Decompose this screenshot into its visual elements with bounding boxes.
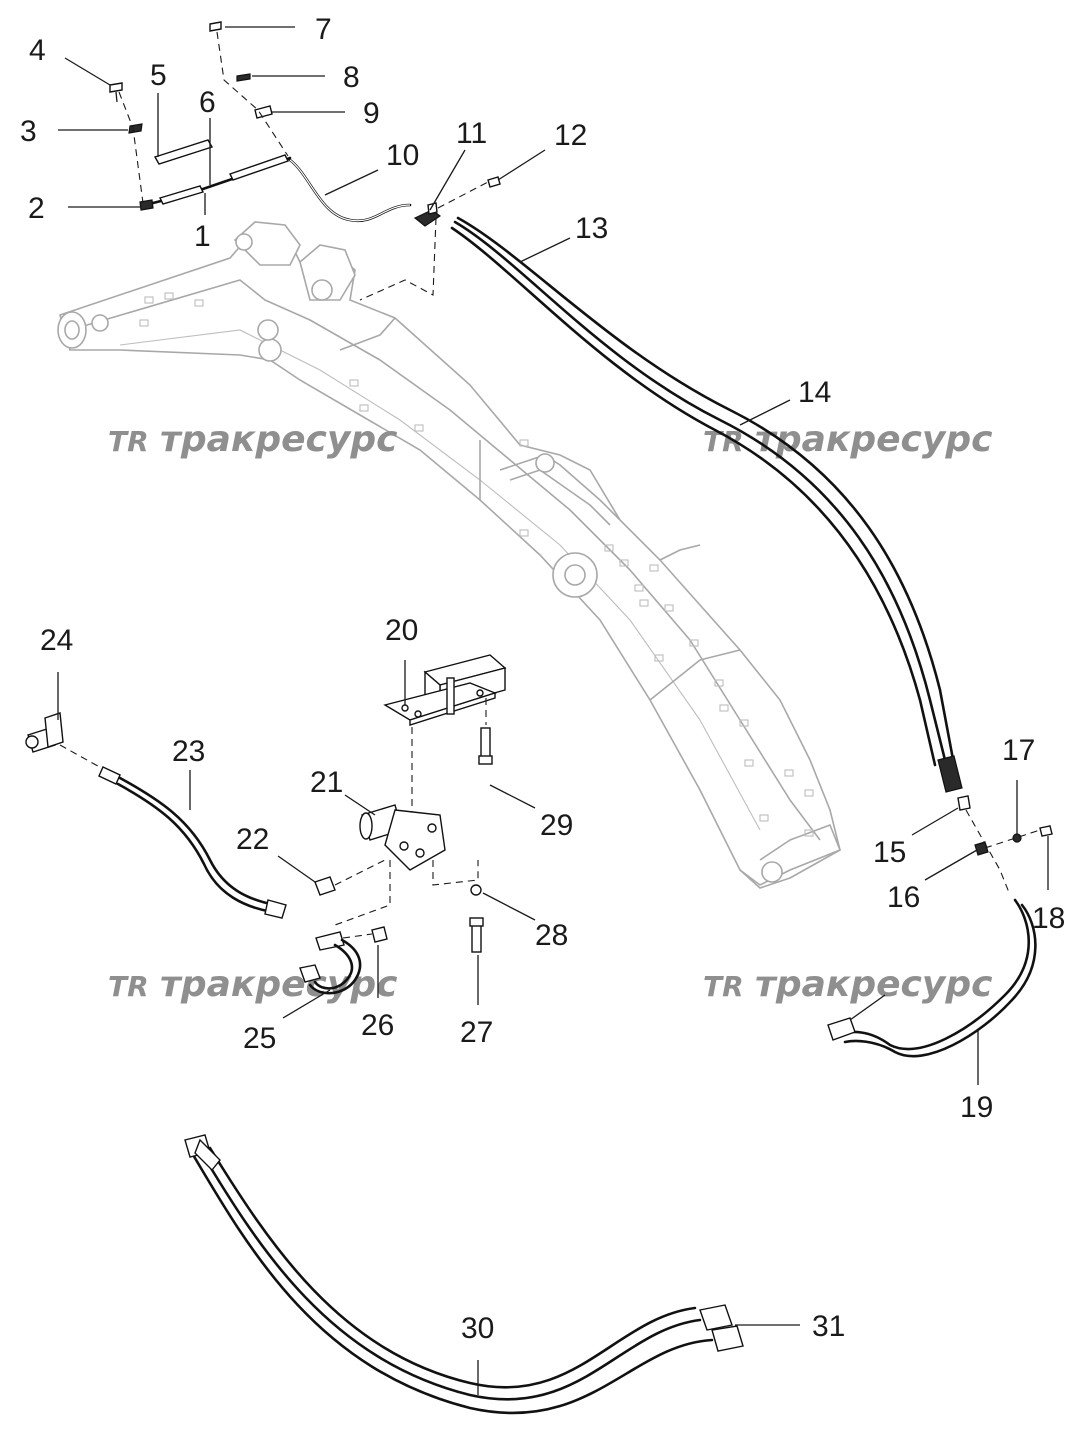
svg-text:тракресурс: тракресурс [755, 419, 992, 460]
watermark-2: TR тракресурс [703, 419, 992, 460]
callout-13: 13 [575, 212, 608, 245]
callout-11: 11 [456, 117, 487, 150]
callout-20: 20 [385, 614, 418, 647]
upper-pipe-assembly [109, 21, 501, 301]
callout-19: 19 [960, 1091, 993, 1124]
svg-text:TR: TR [108, 970, 149, 1003]
watermark-4: TR тракресурс [703, 964, 992, 1005]
boom-illustration [57, 221, 841, 889]
callout-25: 25 [243, 1022, 276, 1055]
callout-6: 6 [199, 86, 216, 119]
callout-18: 18 [1032, 902, 1065, 935]
callout-9: 9 [363, 97, 380, 130]
callout-16: 16 [887, 881, 920, 914]
callout-2: 2 [28, 192, 45, 225]
svg-text:TR: TR [108, 425, 149, 458]
callout-15: 15 [873, 836, 906, 869]
callout-22: 22 [236, 823, 269, 856]
callout-4: 4 [29, 34, 46, 67]
valve-assembly [25, 654, 507, 995]
callout-labels: 1 2 3 4 5 6 7 8 9 10 11 12 13 14 15 16 1… [20, 13, 1065, 1345]
callout-27: 27 [460, 1016, 493, 1049]
bottom-hose-pair [184, 1134, 744, 1415]
svg-text:тракресурс: тракресурс [755, 964, 992, 1005]
watermark-1: TR тракресурс [108, 419, 397, 460]
callout-8: 8 [343, 61, 360, 94]
callout-3: 3 [20, 115, 37, 148]
callout-23: 23 [172, 735, 205, 768]
svg-text:тракресурс: тракресурс [160, 964, 397, 1005]
callout-1: 1 [194, 220, 211, 253]
callout-21: 21 [310, 766, 343, 799]
callout-26: 26 [361, 1009, 394, 1042]
svg-text:TR: TR [703, 970, 744, 1003]
callout-31: 31 [812, 1310, 845, 1343]
watermark-3: TR тракресурс [108, 964, 397, 1005]
callout-17: 17 [1002, 734, 1035, 767]
boom-hose-pair [450, 216, 1053, 1058]
callout-29: 29 [540, 809, 573, 842]
callout-24: 24 [40, 624, 73, 657]
callout-7: 7 [315, 13, 332, 46]
callout-30: 30 [461, 1312, 494, 1345]
callout-28: 28 [535, 919, 568, 952]
callout-12: 12 [554, 119, 587, 152]
callout-10: 10 [386, 139, 419, 172]
callout-14: 14 [798, 376, 831, 409]
callout-5: 5 [150, 59, 167, 92]
leader-lines [57, 26, 1049, 1395]
svg-text:тракресурс: тракресурс [160, 419, 397, 460]
